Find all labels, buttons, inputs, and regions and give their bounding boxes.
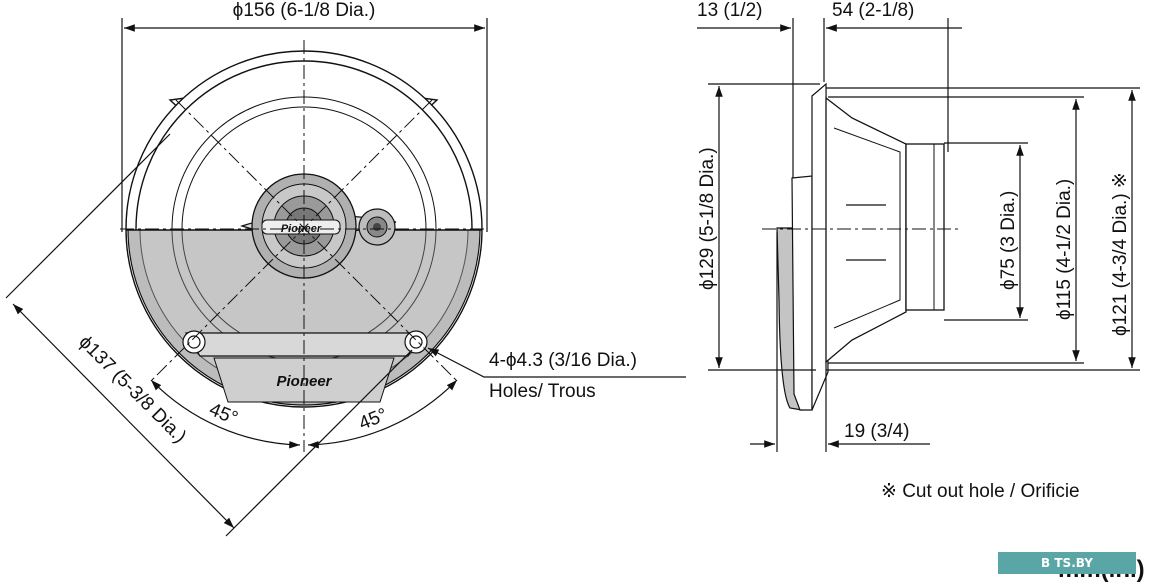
mount-depth-label: 54 (2-1/8) <box>832 0 914 21</box>
mounting-hole-right <box>404 330 428 354</box>
mounting-diameter-dimension-line <box>12 303 235 529</box>
watermark-badge: B TS.BY <box>998 552 1136 574</box>
angle-arc-right <box>307 379 458 449</box>
basket-diameter-label: ϕ115 (4-1/2 Dia.) <box>1054 179 1075 320</box>
holes-leader-line <box>427 347 686 378</box>
angle-label-left: 45° <box>206 399 241 429</box>
frame-diameter-label: ϕ129 (5-1/8 Dia.) <box>697 147 718 290</box>
side-basket <box>825 96 907 364</box>
diagonal-center-line-1 <box>175 99 457 381</box>
cutout-footnote: ※ Cut out hole / Orificie <box>881 481 1080 502</box>
cutout-diameter-label: ϕ121 (4-3/4 Dia.) ※ <box>1110 172 1131 336</box>
mount-extension-line-1 <box>5 133 171 299</box>
angle-arc-left <box>150 379 301 449</box>
magnet-diameter-label: ϕ75 (3 Dia.) <box>998 191 1019 290</box>
holes-text-label: Holes/ Trous <box>489 381 596 402</box>
flange-depth-label: 13 (1/2) <box>697 0 762 21</box>
side-view: 13 (1/2) 54 (2-1/8) ϕ129 (5-1/8 Dia.) ϕ7… <box>697 0 1140 452</box>
side-front-ring <box>811 82 829 411</box>
grille-depth-label: 19 (3/4) <box>844 421 909 442</box>
mounting-hole-left <box>182 330 206 354</box>
brand-badge-logo: Pioneer <box>276 373 332 390</box>
side-basket-rib <box>833 127 901 329</box>
angle-label-right: 45° <box>356 404 391 434</box>
side-flange <box>791 175 813 411</box>
overall-diameter-label: ϕ156 (6-1/8 Dia.) <box>233 0 376 21</box>
side-magnet <box>905 143 945 311</box>
holes-spec-label: 4-ϕ4.3 (3/16 Dia.) <box>489 350 637 371</box>
front-view: ϕ156 (6-1/8 Dia.) <box>5 0 686 537</box>
